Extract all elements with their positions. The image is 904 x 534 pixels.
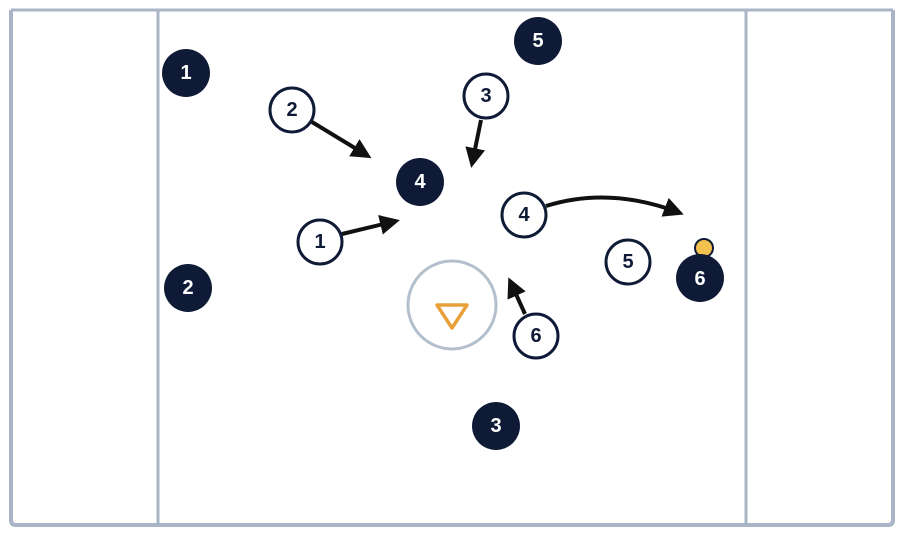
player-number: 1 bbox=[314, 231, 325, 253]
light-player[interactable]: 1 bbox=[296, 218, 344, 266]
field-boundary bbox=[9, 10, 895, 527]
dark-player[interactable]: 3 bbox=[472, 402, 520, 450]
player-number: 2 bbox=[182, 277, 193, 299]
dark-player[interactable]: 2 bbox=[164, 264, 212, 312]
player-number: 2 bbox=[286, 99, 297, 121]
dark-player[interactable]: 4 bbox=[396, 158, 444, 206]
light-player[interactable]: 2 bbox=[268, 86, 316, 134]
light-player[interactable]: 6 bbox=[512, 312, 560, 360]
player-number: 3 bbox=[480, 85, 491, 107]
player-number: 5 bbox=[532, 30, 543, 52]
dark-player[interactable]: 5 bbox=[514, 17, 562, 65]
light-player[interactable]: 4 bbox=[500, 191, 548, 239]
player-number: 3 bbox=[490, 415, 501, 437]
movement-arrow bbox=[341, 215, 400, 236]
movement-arrow bbox=[310, 120, 372, 159]
light-player[interactable]: 5 bbox=[604, 238, 652, 286]
player-number: 4 bbox=[414, 171, 426, 193]
player-number: 4 bbox=[518, 204, 530, 226]
movement-arrow-curved bbox=[545, 195, 684, 217]
movement-arrow bbox=[465, 119, 486, 168]
dark-player[interactable]: 1 bbox=[162, 49, 210, 97]
goal-triangle-icon bbox=[435, 303, 469, 330]
movement-arrow bbox=[507, 277, 527, 315]
light-player[interactable]: 3 bbox=[462, 72, 510, 120]
player-number: 1 bbox=[180, 62, 191, 84]
player-number: 6 bbox=[530, 325, 541, 347]
player-number: 5 bbox=[622, 251, 633, 273]
player-number: 6 bbox=[694, 268, 705, 290]
dark-player[interactable]: 6 bbox=[676, 254, 724, 302]
